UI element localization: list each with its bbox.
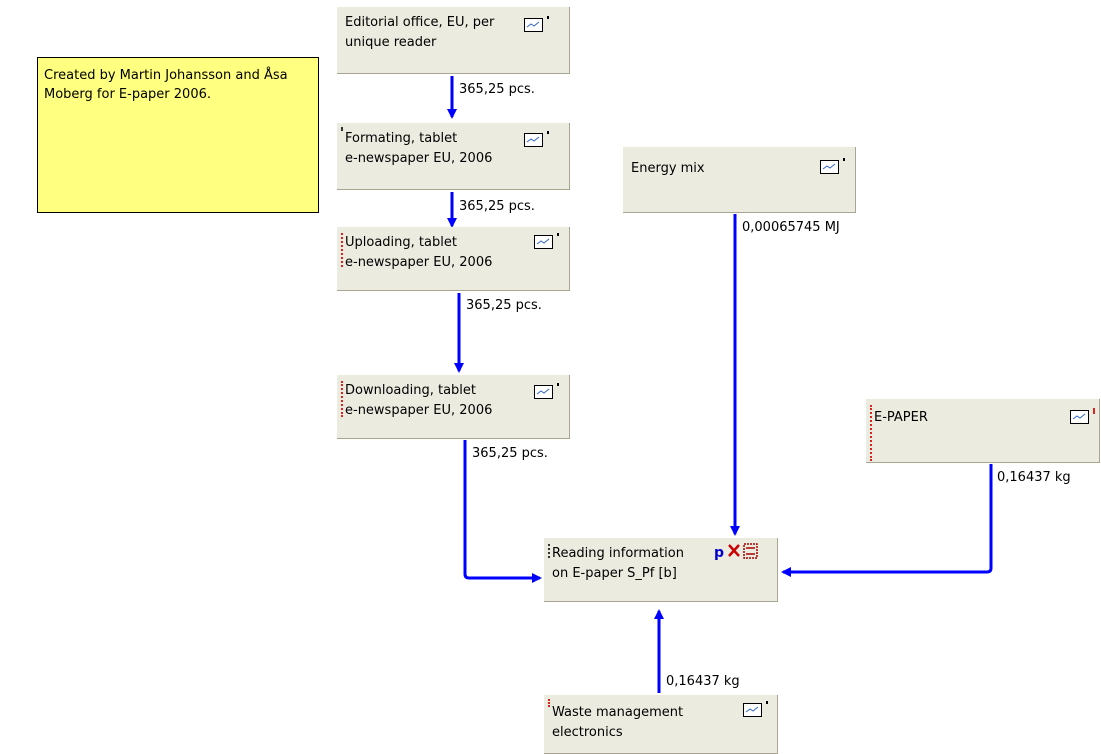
status-marker bbox=[341, 127, 343, 131]
process-name-line2: e-newspaper EU, 2006 bbox=[345, 151, 493, 166]
status-marker bbox=[548, 699, 550, 707]
flow-epaper-to-reading bbox=[781, 464, 993, 577]
chart-icon[interactable] bbox=[820, 158, 845, 174]
flow-label-downloading: 365,25 pcs. bbox=[472, 446, 548, 461]
parameter-icon[interactable]: p bbox=[714, 545, 725, 561]
process-energy-mix[interactable]: Energy mix bbox=[623, 147, 856, 213]
process-name-line2: unique reader bbox=[345, 35, 437, 50]
flow-label-formating: 365,25 pcs. bbox=[459, 199, 535, 214]
process-name-line1: Reading information bbox=[552, 546, 684, 561]
flow-downloading-to-reading bbox=[463, 440, 542, 583]
process-epaper[interactable]: E-PAPER bbox=[866, 399, 1100, 463]
status-marker bbox=[870, 405, 872, 461]
process-uploading[interactable]: Uploading, tablet e-newspaper EU, 2006 bbox=[337, 227, 570, 291]
flow-label-waste: 0,16437 kg bbox=[666, 674, 740, 689]
process-name-line1: Waste management bbox=[552, 705, 684, 720]
process-waste-management[interactable]: Waste management electronics bbox=[544, 695, 778, 754]
chart-icon[interactable] bbox=[524, 131, 549, 147]
flow-label-uploading: 365,25 pcs. bbox=[466, 298, 542, 313]
process-name-line1: E-PAPER bbox=[874, 410, 928, 425]
flow-label-epaper: 0,16437 kg bbox=[997, 470, 1071, 485]
process-name-line2: electronics bbox=[552, 725, 623, 740]
process-name-line1: Energy mix bbox=[631, 161, 705, 176]
process-downloading[interactable]: Downloading, tablet e-newspaper EU, 2006 bbox=[337, 375, 570, 439]
flow-label-editorial: 365,25 pcs. bbox=[459, 82, 535, 97]
process-name-line1: Formating, tablet bbox=[345, 131, 458, 146]
process-name-line2: e-newspaper EU, 2006 bbox=[345, 403, 493, 418]
chart-icon[interactable] bbox=[1070, 408, 1095, 424]
chart-icon[interactable] bbox=[524, 16, 549, 32]
process-name-line2: e-newspaper EU, 2006 bbox=[345, 255, 493, 270]
process-reading-information[interactable]: Reading information on E-paper S_Pf [b] … bbox=[544, 538, 778, 602]
process-editorial-office[interactable]: Editorial office, EU, per unique reader bbox=[337, 7, 570, 74]
chart-icon[interactable] bbox=[534, 383, 559, 399]
chart-icon[interactable] bbox=[534, 233, 559, 249]
status-marker bbox=[548, 544, 550, 558]
comment-note[interactable]: Created by Martin Johansson and Åsa Mobe… bbox=[37, 57, 319, 213]
process-name-line2: on E-paper S_Pf [b] bbox=[552, 566, 677, 581]
flow-label-energy: 0,00065745 MJ bbox=[742, 220, 840, 235]
process-name-line1: Uploading, tablet bbox=[345, 235, 457, 250]
process-formating[interactable]: Formating, tablet e-newspaper EU, 2006 bbox=[337, 123, 570, 190]
allocation-icon[interactable] bbox=[728, 543, 766, 559]
process-name-line1: Editorial office, EU, per bbox=[345, 15, 495, 30]
process-icon-group: p bbox=[714, 543, 766, 564]
status-marker bbox=[341, 381, 343, 417]
chart-icon[interactable] bbox=[743, 701, 768, 717]
status-marker bbox=[341, 233, 343, 267]
note-text: Created by Martin Johansson and Åsa Mobe… bbox=[44, 68, 288, 102]
process-name-line1: Downloading, tablet bbox=[345, 383, 477, 398]
